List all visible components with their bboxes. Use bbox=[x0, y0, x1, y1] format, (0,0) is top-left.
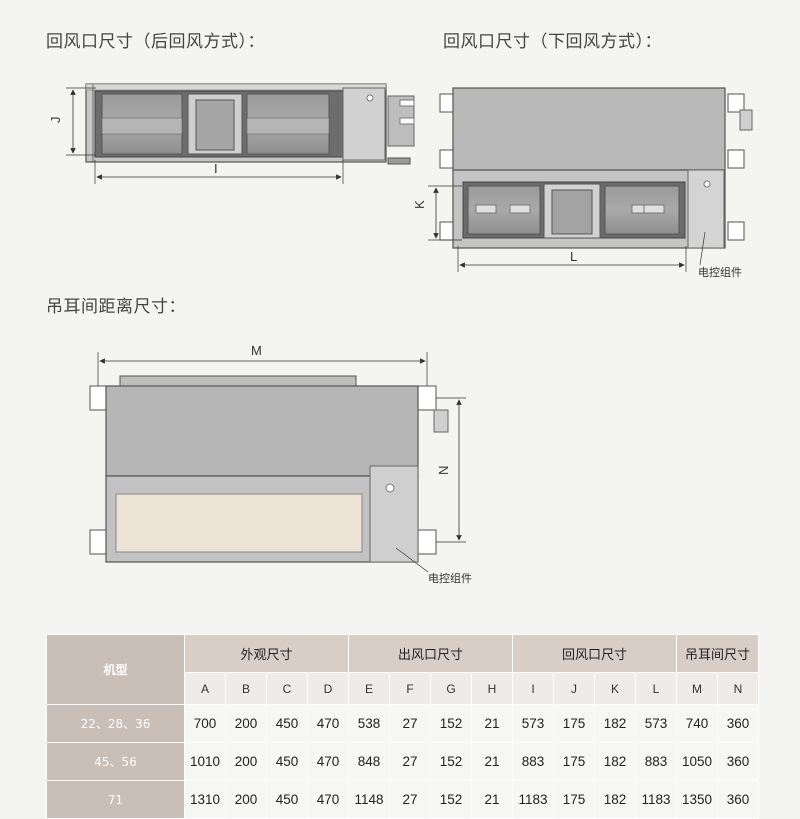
column-header: M bbox=[676, 672, 718, 705]
dim-label-J: J bbox=[48, 117, 63, 124]
control-box-label-1: 电控组件 bbox=[698, 265, 742, 279]
value-cell: 21 bbox=[471, 704, 513, 743]
value-cell: 538 bbox=[348, 704, 390, 743]
hanger-drawing: M N 电控组件 bbox=[89, 343, 472, 585]
model-cell: 45、56 bbox=[46, 742, 185, 781]
value-cell: 470 bbox=[307, 704, 349, 743]
dim-label-M: M bbox=[251, 343, 262, 358]
table-group-header: 外观尺寸 bbox=[184, 634, 349, 673]
value-cell: 1050 bbox=[676, 742, 718, 781]
value-cell: 1010 bbox=[184, 742, 226, 781]
column-header: L bbox=[635, 672, 677, 705]
dim-label-N: N bbox=[436, 466, 451, 475]
model-cell: 22、28、36 bbox=[46, 704, 185, 743]
column-header: A bbox=[184, 672, 226, 705]
heading-bottom-return: 回风口尺寸（下回风方式）： bbox=[443, 32, 662, 52]
column-header: D bbox=[307, 672, 349, 705]
table-group-header: 出风口尺寸 bbox=[348, 634, 513, 673]
value-cell: 152 bbox=[430, 742, 472, 781]
value-cell: 740 bbox=[676, 704, 718, 743]
value-cell: 152 bbox=[430, 704, 472, 743]
dim-label-L: L bbox=[570, 249, 577, 264]
value-cell: 470 bbox=[307, 742, 349, 781]
column-header: E bbox=[348, 672, 390, 705]
value-cell: 883 bbox=[512, 742, 554, 781]
value-cell: 573 bbox=[512, 704, 554, 743]
value-cell: 360 bbox=[717, 704, 759, 743]
value-cell: 175 bbox=[553, 704, 595, 743]
value-cell: 175 bbox=[553, 742, 595, 781]
column-header: F bbox=[389, 672, 431, 705]
value-cell: 360 bbox=[717, 742, 759, 781]
value-cell: 182 bbox=[594, 704, 636, 743]
column-header: N bbox=[717, 672, 759, 705]
table-group-header: 回风口尺寸 bbox=[512, 634, 677, 673]
spec-table: 机型 外观尺寸 出风口尺寸 回风口尺寸 吊耳间尺寸 A B C D E F G … bbox=[46, 634, 759, 819]
value-cell: 27 bbox=[389, 704, 431, 743]
value-cell: 200 bbox=[225, 704, 267, 743]
rear-return-drawing: J I bbox=[48, 83, 415, 184]
column-header: C bbox=[266, 672, 308, 705]
value-cell: 700 bbox=[184, 704, 226, 743]
value-cell: 200 bbox=[225, 742, 267, 781]
value-cell: 21 bbox=[471, 742, 513, 781]
column-header: I bbox=[512, 672, 554, 705]
column-header: J bbox=[553, 672, 595, 705]
value-cell: 450 bbox=[266, 704, 308, 743]
dim-label-K: K bbox=[412, 200, 427, 209]
value-cell: 848 bbox=[348, 742, 390, 781]
heading-rear-return: 回风口尺寸（后回风方式）： bbox=[46, 32, 265, 52]
value-cell: 27 bbox=[389, 742, 431, 781]
table-row: 45、56 1010 200 450 470 848 27 152 21 883… bbox=[46, 742, 759, 781]
table-group-header: 吊耳间尺寸 bbox=[676, 634, 759, 673]
drawings: J I K L 电 bbox=[48, 83, 753, 585]
bottom-return-drawing: K L 电控组件 bbox=[412, 87, 753, 279]
column-header: K bbox=[594, 672, 636, 705]
value-cell: 883 bbox=[635, 742, 677, 781]
heading-hanger-distance: 吊耳间距离尺寸： bbox=[46, 297, 186, 317]
column-header: H bbox=[471, 672, 513, 705]
column-header: B bbox=[225, 672, 267, 705]
dim-label-I: I bbox=[214, 161, 218, 176]
value-cell: 450 bbox=[266, 742, 308, 781]
table-model-header: 机型 bbox=[46, 634, 185, 705]
table-row: 22、28、36 700 200 450 470 538 27 152 21 5… bbox=[46, 704, 759, 743]
control-box-label-2: 电控组件 bbox=[428, 571, 472, 585]
column-header: G bbox=[430, 672, 472, 705]
value-cell: 573 bbox=[635, 704, 677, 743]
value-cell: 182 bbox=[594, 742, 636, 781]
